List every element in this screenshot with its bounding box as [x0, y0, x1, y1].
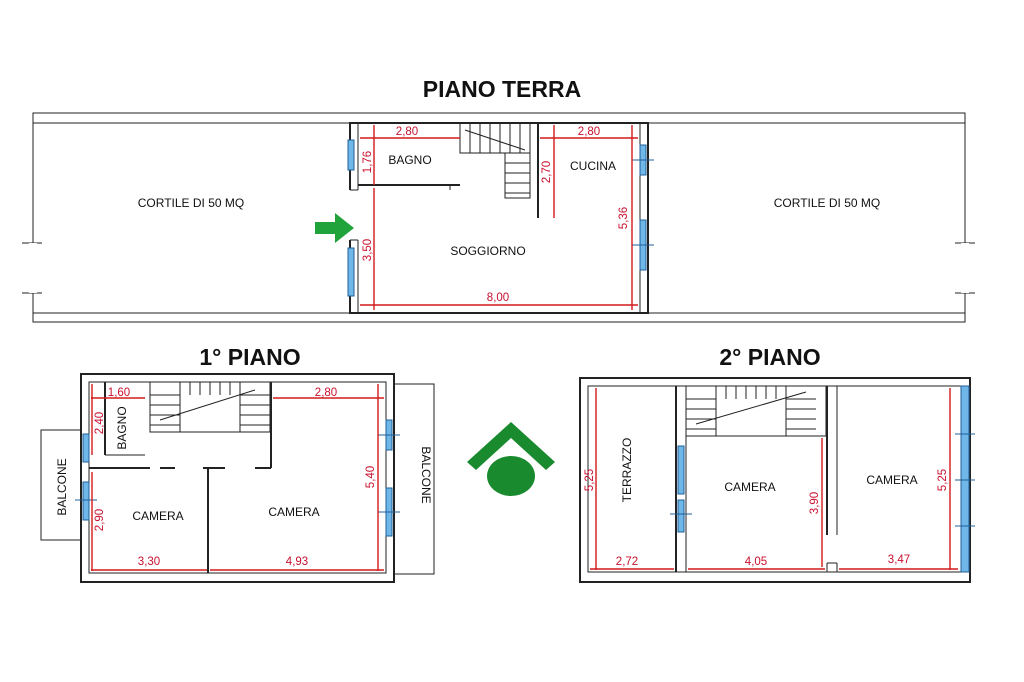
dim-first-bath-width: 1,60: [108, 387, 130, 399]
dim-kitchen-height: 2,70: [541, 161, 553, 183]
room-label-bathroom: BAGNO: [388, 153, 431, 167]
entrance-arrow-icon: [315, 213, 354, 243]
dim-second-right-height: 5,25: [937, 469, 949, 491]
dim-first-right-height: 5,40: [365, 466, 377, 488]
dim-second-center-height: 3,90: [809, 492, 821, 514]
dim-bath-height: 1,76: [362, 151, 374, 173]
second-stair: [685, 385, 827, 437]
first-stair: [149, 381, 271, 433]
second-floor-plan: [579, 377, 975, 583]
room-label-kitchen: CUCINA: [570, 159, 616, 173]
room-label-second-bedroom-center: CAMERA: [724, 480, 775, 494]
dim-first-bottom-left-width: 3,30: [138, 556, 160, 568]
dim-second-right-width: 3,47: [888, 554, 910, 566]
room-label-second-bedroom-right: CAMERA: [866, 473, 917, 487]
room-label-courtyard-left: CORTILE DI 50 MQ: [138, 196, 244, 210]
ground-window-bath: [347, 139, 355, 171]
room-label-balcony-left: BALCONE: [55, 458, 69, 515]
room-label-living: SOGGIORNO: [450, 244, 525, 258]
room-label-first-bedroom-right: CAMERA: [268, 505, 319, 519]
dim-second-terrace-width: 2,72: [616, 556, 638, 568]
dim-total-width: 8,00: [487, 292, 509, 304]
dim-bath-width: 2,80: [396, 126, 418, 138]
room-label-balcony-right: BALCONE: [419, 446, 433, 503]
dim-second-center-width: 4,05: [745, 556, 767, 568]
dim-kitchen-width: 2,80: [578, 126, 600, 138]
second-floor-title: 2° PIANO: [719, 344, 820, 370]
first-dimension-lines: [91, 384, 384, 571]
dim-first-bottom-right-width: 4,93: [286, 556, 308, 568]
room-label-courtyard-right: CORTILE DI 50 MQ: [774, 196, 880, 210]
dim-first-top-right-width: 2,80: [315, 387, 337, 399]
room-label-first-bedroom-left: CAMERA: [132, 509, 183, 523]
house-logo-icon: [467, 422, 555, 496]
dim-first-left-height: 2,90: [94, 509, 106, 531]
ground-stair: [459, 122, 531, 199]
room-label-terrace: TERRAZZO: [620, 438, 634, 503]
ground-window-living: [347, 247, 355, 297]
ground-floor-title: PIANO TERRA: [423, 76, 581, 102]
first-floor-title: 1° PIANO: [199, 344, 300, 370]
ground-floor-plan: [22, 112, 975, 323]
dim-first-bath-height: 2,40: [94, 412, 106, 434]
dim-second-terrace-height: 5,25: [584, 469, 596, 491]
ground-dimension-lines: [360, 125, 638, 310]
dim-right-height: 5,36: [618, 207, 630, 229]
second-dimension-lines: [590, 388, 958, 570]
first-floor-plan: [40, 373, 435, 583]
room-label-first-bathroom: BAGNO: [115, 406, 129, 449]
dim-living-height: 3,50: [362, 239, 374, 261]
